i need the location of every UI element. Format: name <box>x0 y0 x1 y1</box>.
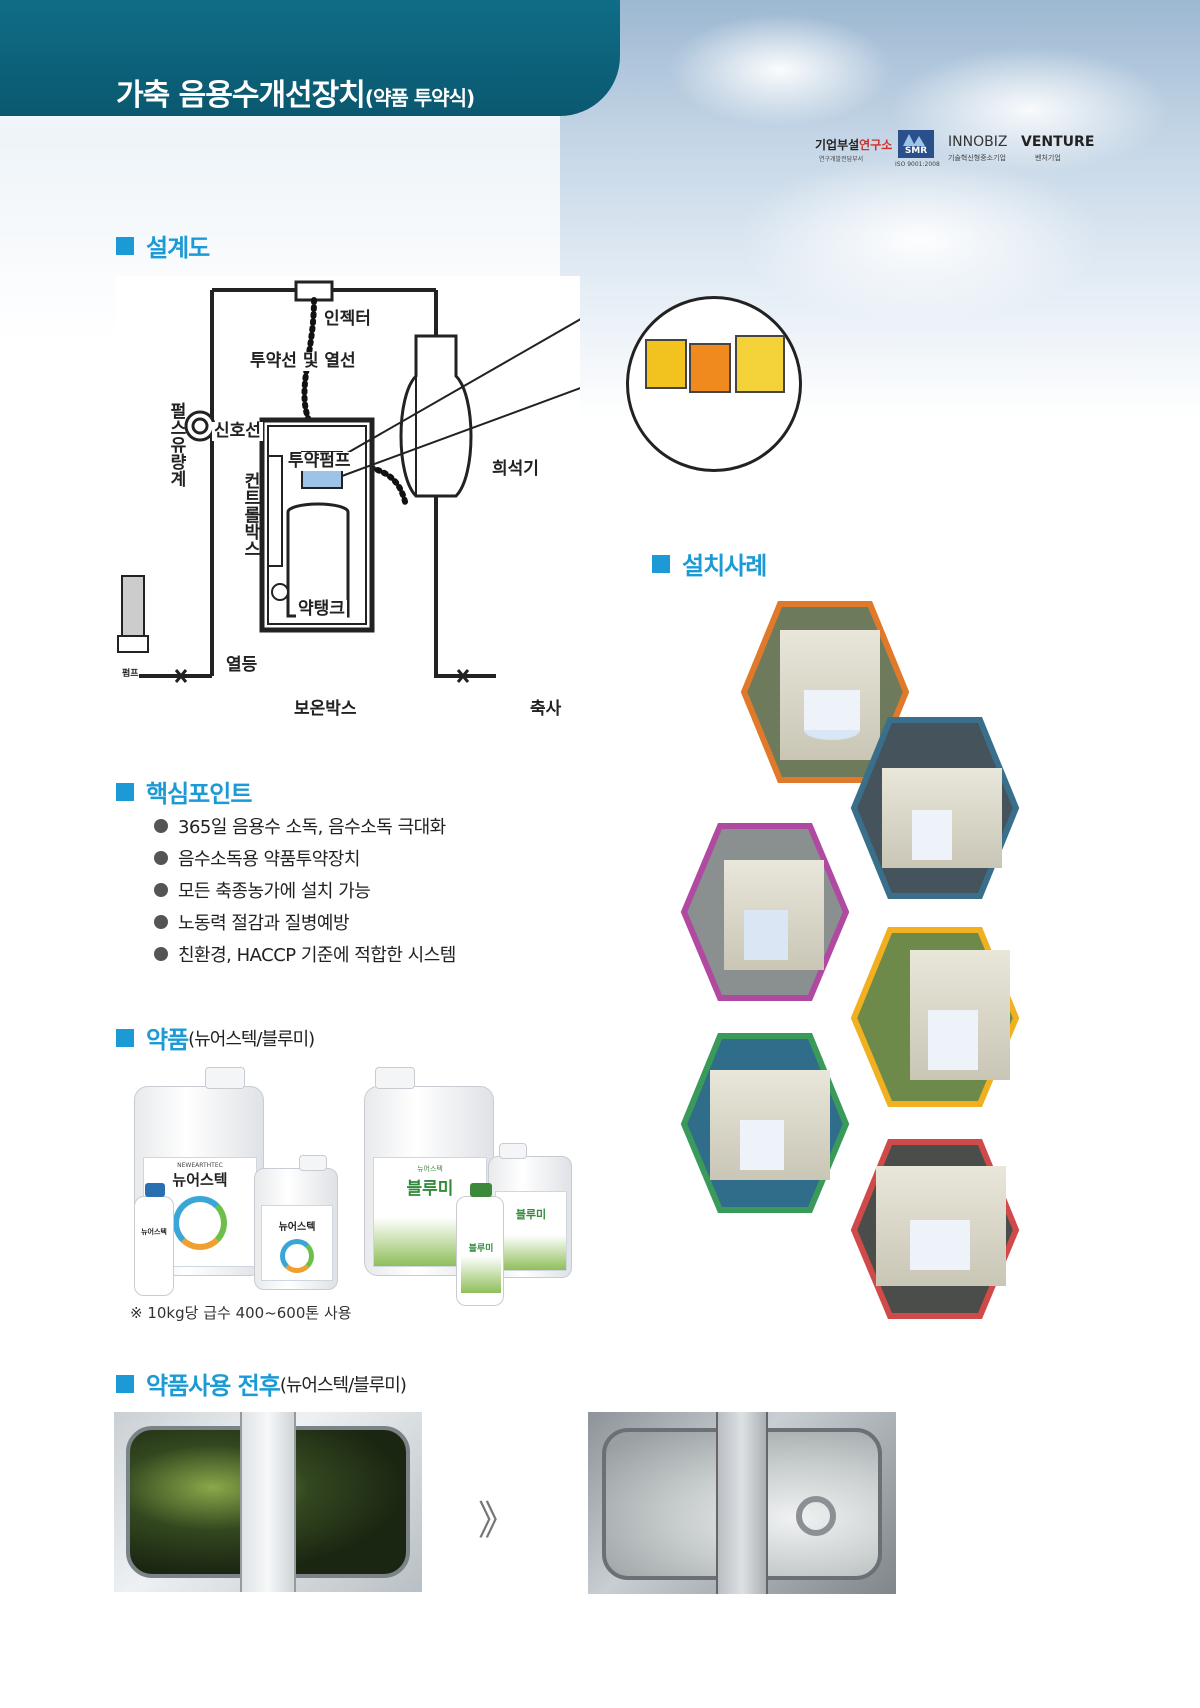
header-band <box>0 0 620 116</box>
design-diagram: 인젝터 투약선 및 열선 신호선 투약펌프 펄스유량계 컨트롤박스 약탱크 열등… <box>116 276 580 736</box>
usage-note: ※ 10kg당 급수 400~600톤 사용 <box>130 1304 352 1322</box>
install-photo-1 <box>740 601 910 783</box>
list-item: 음수소독용 약품투약장치 <box>154 842 456 874</box>
square-bullet-icon <box>116 782 134 801</box>
section-chem-title: 약품(뉴어스텍/블루미) <box>116 1020 315 1055</box>
bullet-dot-icon <box>154 947 168 961</box>
after-photo <box>588 1412 896 1594</box>
diagram-lines <box>117 280 580 683</box>
smr-logo: SMR <box>898 130 934 158</box>
pump-zoom-circle <box>626 296 802 472</box>
product-newearthtec-medium: 뉴어스텍 <box>254 1155 338 1290</box>
before-after-arrow-icon: 》 <box>478 1498 518 1544</box>
section-beforeafter-title: 약품사용 전후(뉴어스텍/블루미) <box>116 1366 407 1401</box>
install-photos-honeycomb <box>680 601 1020 1319</box>
page-title: 가축 음용수개선장치(약품 투약식) <box>116 78 475 113</box>
install-photo-6 <box>850 1139 1020 1319</box>
square-bullet-icon <box>116 1028 134 1047</box>
install-photo-2 <box>850 717 1020 899</box>
section-design-title: 설계도 <box>116 228 210 263</box>
section-points-title: 핵심포인트 <box>116 774 252 809</box>
install-photo-3 <box>680 823 850 1001</box>
control-box-label: 컨트롤박스 <box>238 472 260 564</box>
list-item: 365일 음용수 소독, 음수소독 극대화 <box>154 810 456 842</box>
list-item: 친환경, HACCP 기준에 적합한 시스템 <box>154 938 456 970</box>
product-newearthtec-bottle: 뉴어스텍 <box>134 1183 174 1296</box>
venture-logo: VENTURE <box>1021 134 1095 150</box>
square-bullet-icon <box>652 554 670 573</box>
pump-photo-1 <box>645 339 687 389</box>
list-item: 모든 축종농가에 설치 가능 <box>154 874 456 906</box>
install-photo-4 <box>850 927 1020 1107</box>
certification-logos: 기업부설연구소 연구개발전담부서 SMR ISO 9001:2008 INNOB… <box>815 130 1095 170</box>
bullet-dot-icon <box>154 851 168 865</box>
pump-photo-2 <box>689 343 731 393</box>
section-install-title: 설치사례 <box>652 546 767 581</box>
flowmeter-label: 펄스유량계 <box>164 402 186 494</box>
list-item: 노동력 절감과 질병예방 <box>154 906 456 938</box>
install-photo-5 <box>680 1033 850 1213</box>
bullet-dot-icon <box>154 883 168 897</box>
product-bluemi-bottle: 블루미 <box>456 1183 504 1306</box>
innobiz-logo: INNOBIZ <box>948 134 1008 150</box>
bullet-dot-icon <box>154 915 168 929</box>
lab-logo: 기업부설연구소 <box>815 138 893 152</box>
smr-building-icon <box>903 134 925 146</box>
key-points-list: 365일 음용수 소독, 음수소독 극대화 음수소독용 약품투약장치 모든 축종… <box>154 810 456 970</box>
square-bullet-icon <box>116 236 134 255</box>
before-photo <box>114 1412 422 1592</box>
bullet-dot-icon <box>154 819 168 833</box>
pump-photo-3 <box>735 335 785 393</box>
square-bullet-icon <box>116 1374 134 1393</box>
